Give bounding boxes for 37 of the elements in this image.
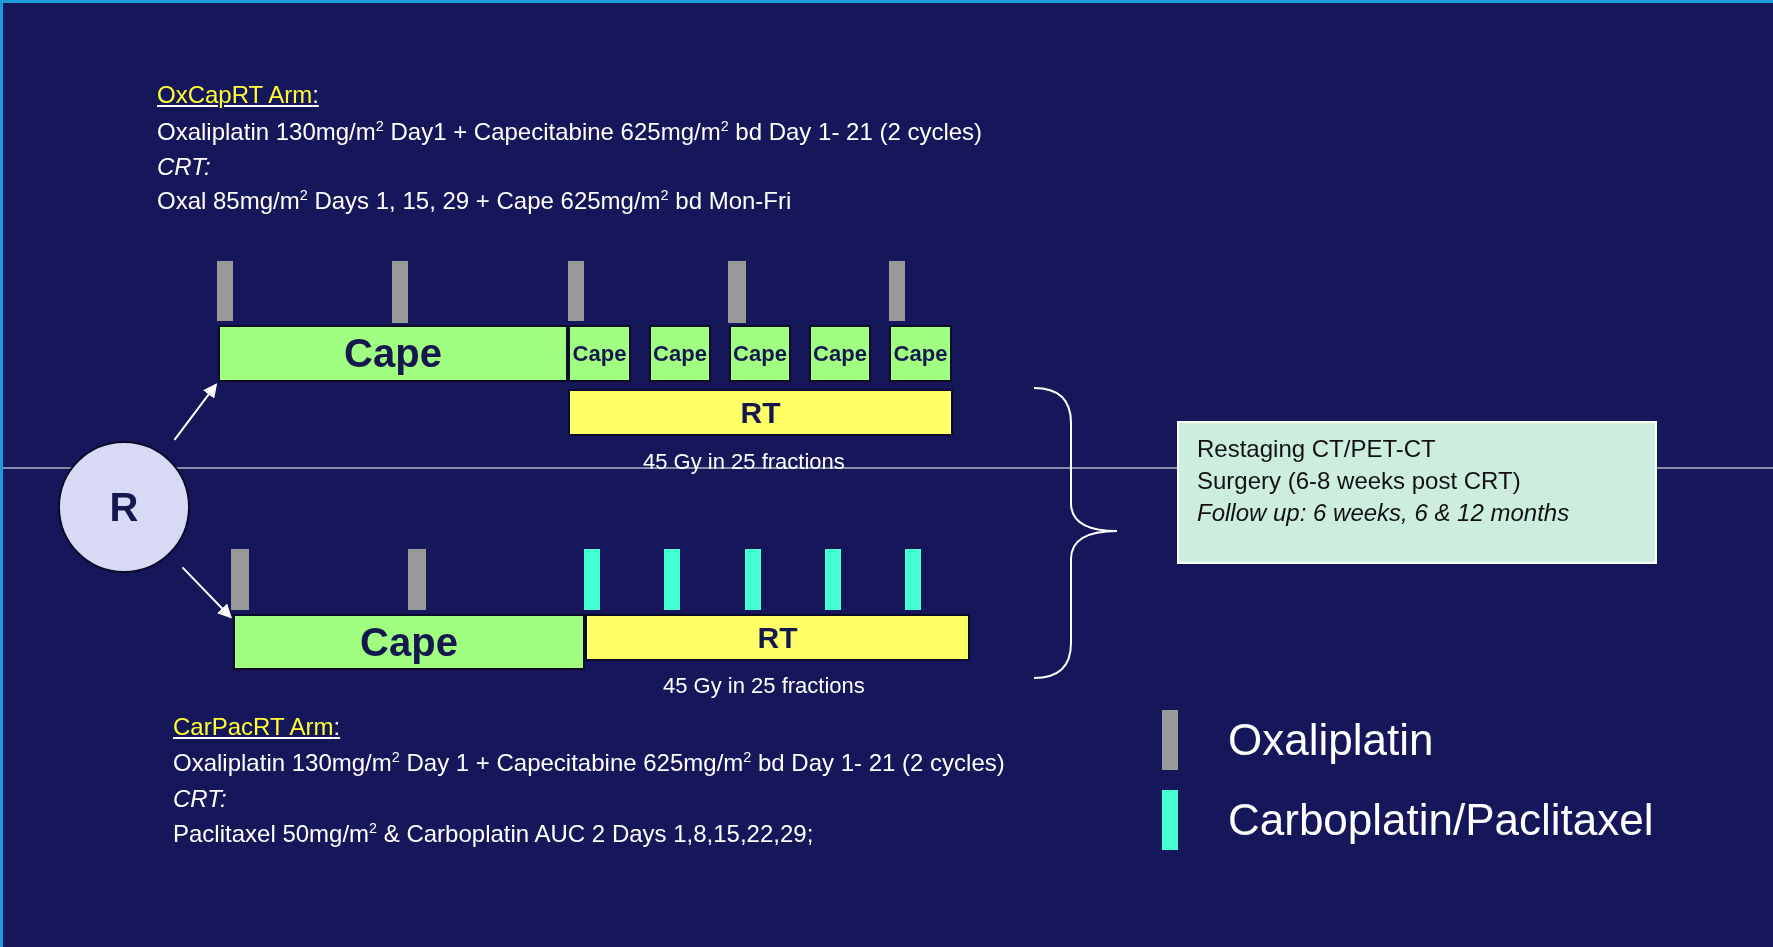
radiotherapy-bar [585, 614, 970, 661]
bar-label: Cape [344, 331, 442, 376]
regimen-text: CRT: [173, 785, 227, 813]
bar-label: Cape [360, 619, 458, 665]
outcome-text: Restaging CT/PET-CT [1197, 435, 1437, 463]
treatment-bar [568, 325, 631, 382]
treatment-bar [233, 614, 585, 670]
bar-label: Cape [893, 340, 948, 367]
treatment-bar [218, 325, 568, 382]
legend-text: Oxaliplatin [1228, 715, 1434, 765]
regimen-text: Oxal 85mg/m$^{2}$ Days 1, 15, 29 + Cape 625mg/m$^{2}$ bd Mon-Fri [157, 187, 792, 215]
legend-text: Carboplatin/Paclitaxel [1228, 795, 1654, 845]
dose-note: 45 Gy in 25 fractions [643, 449, 845, 475]
treatment-bar [649, 325, 711, 382]
regimen-text: CRT: [157, 153, 211, 181]
radiotherapy-bar [568, 389, 953, 436]
regimen-text: Oxaliplatin 130mg/m$^{2}$ Day 1 + Capecitabine 625mg/m$^{2}$ bd Day 1- 21 (2 cycles) [173, 749, 1005, 777]
treatment-bar [809, 325, 871, 382]
bar-label: Cape [572, 340, 627, 367]
bar-label: Cape [653, 340, 707, 367]
treatment-bar [889, 325, 952, 382]
outcome-text: Surgery (6-8 weeks post CRT) [1197, 467, 1522, 495]
bar-label: R [109, 484, 139, 530]
arrow [173, 383, 218, 441]
arrow [181, 566, 232, 619]
outcome-text: Follow up: 6 weeks, 6 & 12 months [1197, 499, 1571, 527]
treatment-bar [729, 325, 791, 382]
outcome-box [1177, 421, 1657, 564]
arm-heading: OxCapRT Arm: [157, 81, 319, 109]
regimen-text: Paclitaxel 50mg/m$^{2}$ & Carboplatin AUC 2 Days 1,8,15,22,29; [173, 820, 814, 848]
bar-label: RT [757, 620, 798, 655]
arm-heading: CarPacRT Arm: [173, 713, 341, 741]
bar-label: Cape [733, 340, 787, 367]
bar-label: RT [740, 395, 781, 430]
dose-note: 45 Gy in 25 fractions [663, 673, 865, 699]
bar-label: Cape [813, 340, 867, 367]
regimen-text: Oxaliplatin 130mg/m$^{2}$ Day1 + Capecitabine 625mg/m$^{2}$ bd Day 1- 21 (2 cycles) [157, 118, 983, 146]
